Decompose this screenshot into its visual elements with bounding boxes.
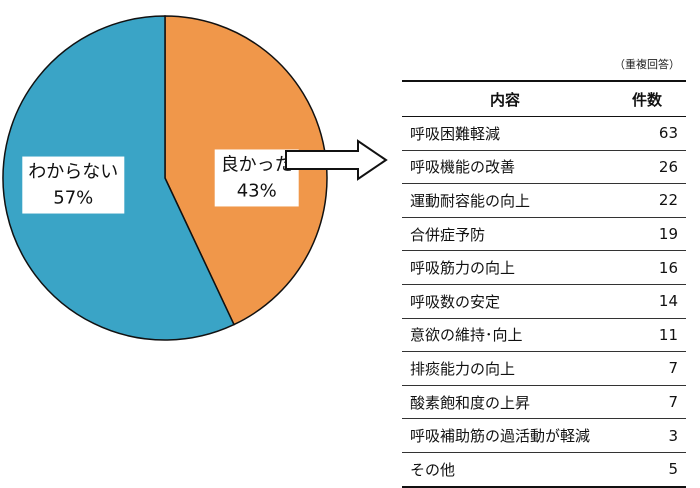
row-content: 呼吸筋力の向上 (402, 250, 608, 285)
row-count: 5 (608, 452, 686, 488)
row-count: 11 (608, 318, 686, 353)
row-count: 19 (608, 217, 686, 252)
row-content: 合併症予防 (402, 217, 608, 252)
pie-slice-value: 43% (237, 180, 277, 201)
row-count: 16 (608, 250, 686, 285)
row-content: その他 (402, 452, 608, 488)
pie-label-group-0: 良かった 43% (214, 149, 299, 207)
row-content: 排痰能力の向上 (402, 351, 608, 386)
arrow-right-icon (285, 139, 388, 181)
arrow-shape (285, 139, 388, 181)
table-note: （重複回答） (614, 58, 680, 71)
header-content: 内容 (402, 80, 608, 117)
pie-label-background (22, 156, 125, 214)
row-content: 酸素飽和度の上昇 (402, 385, 608, 420)
pie-slice-label: 良かった (221, 154, 293, 175)
row-count: 63 (608, 116, 686, 151)
row-content: 呼吸補助筋の過活動が軽減 (402, 418, 608, 453)
row-count: 26 (608, 150, 686, 185)
pie-label-background (214, 149, 299, 207)
row-content: 意欲の維持･向上 (402, 318, 608, 353)
row-count: 14 (608, 284, 686, 319)
table-header-row: 内容 件数 (402, 80, 686, 117)
row-count: 22 (608, 183, 686, 218)
pie-label-group-1: わからない 57% (22, 156, 125, 214)
header-count: 件数 (608, 80, 686, 117)
row-count: 3 (608, 418, 686, 453)
pie-slice-value: 57% (53, 188, 93, 209)
row-content: 呼吸困難軽減 (402, 116, 608, 151)
pie-slice-label: わからない (28, 162, 118, 183)
row-content: 運動耐容能の向上 (402, 183, 608, 218)
row-count: 7 (608, 385, 686, 420)
pie-chart: 良かった 43% わからない 57% (2, 15, 328, 341)
row-content: 呼吸機能の改善 (402, 150, 608, 185)
row-count: 7 (608, 351, 686, 386)
row-content: 呼吸数の安定 (402, 284, 608, 319)
